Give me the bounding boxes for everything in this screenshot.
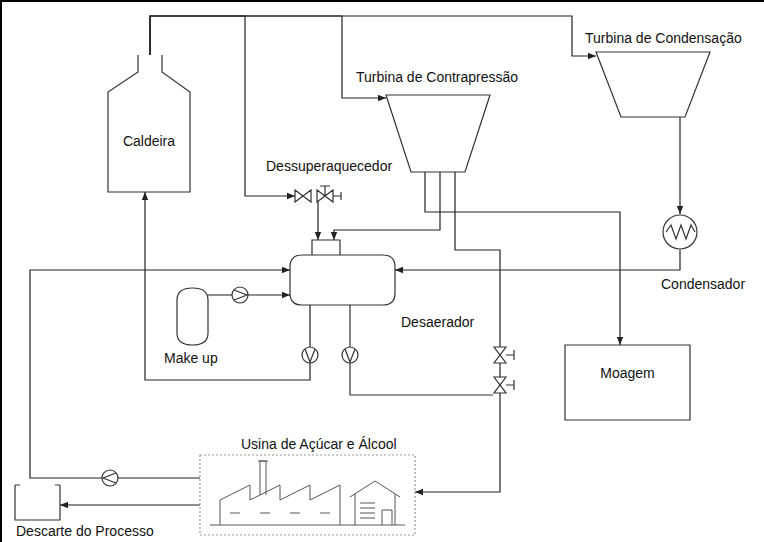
pump-symbol [232,287,248,303]
discharge-tank: Descarte do Processo [15,485,60,520]
label-holder: Moagem [565,365,690,381]
deaerator-tank: Desaerador [290,240,395,305]
boiler-vessel-shape [108,55,190,192]
discharge-tank-shape [15,485,60,520]
label-holder: Desaerador [400,314,475,330]
deaerator-tank-shape [290,240,395,305]
condenser-shape [663,215,697,249]
discharge-tank-outline [15,485,60,520]
pipe-connector [150,16,386,98]
node-label: Moagem [599,365,655,381]
desuperheater-valve-shape [295,186,341,202]
backpressure-turbine: Turbina de Contrapressão [386,95,490,172]
plant-box-outline [200,455,415,535]
label-holder: Caldeira [108,133,190,149]
backpressure-turbine-outline [386,95,490,172]
makeup-tank: Make up [177,288,208,345]
mill-box-outline [565,345,690,420]
plant-box: Usina de Açúcar e Álcool [200,455,415,535]
label-holder: Turbina de Contrapressão [355,69,519,85]
deaerator-tank-outline [290,240,395,305]
feed-pipe [350,305,493,395]
boiler-vessel: Caldeira [108,55,190,192]
plant-illustration [210,461,405,525]
plant-box-shape [200,455,415,535]
label-holder: Make up [163,350,219,366]
node-label: Descarte do Processo [15,523,155,539]
node-label: Usina de Açúcar e Álcool [240,436,398,452]
backpressure-turbine-shape [386,95,490,172]
condensing-turbine-outline [596,52,710,117]
node-label: Condensador [660,276,746,292]
control-valve-symbol [494,347,514,363]
pipe-connector [208,294,290,295]
pipe-connector [145,192,310,380]
pipe-connector [150,16,596,56]
pipe-connector [317,202,318,240]
label-holder: Condensador [660,276,746,292]
desuperheater-valve: Dessuperaquecedor [295,186,350,202]
pump-symbol [302,347,318,363]
makeup-tank-outline [177,288,208,345]
condensing-turbine-shape [596,52,710,117]
node-label: Make up [163,350,219,366]
control-valve-symbol [494,377,514,393]
condensing-turbine: Turbina de Condensação [596,52,710,117]
pipe-connector [679,117,680,214]
label-holder: Dessuperaquecedor [265,158,393,174]
mill-box-shape [565,345,690,420]
node-label: Turbina de Condensação [584,30,743,46]
pipe-connector [415,172,500,492]
pump-symbol [102,470,118,486]
label-holder: Usina de Açúcar e Álcool [240,436,398,452]
pump-symbol [342,347,358,363]
mill-box: Moagem [565,345,690,420]
condenser-outline [662,214,698,250]
pipe-connector [395,250,680,270]
label-holder: Descarte do Processo [15,523,155,539]
pipe-connector [60,504,200,505]
boiler-vessel-outline [108,55,190,192]
desuperheater-valve-outline [295,186,350,202]
label-holder: Turbina de Condensação [584,30,743,46]
node-label: Desaerador [400,314,475,330]
node-label: Caldeira [122,133,176,149]
node-label: Turbina de Contrapressão [355,69,519,85]
node-label: Dessuperaquecedor [265,158,393,174]
makeup-tank-shape [177,288,208,345]
condenser: Condensador [662,214,698,250]
pipe-connector [334,172,440,240]
